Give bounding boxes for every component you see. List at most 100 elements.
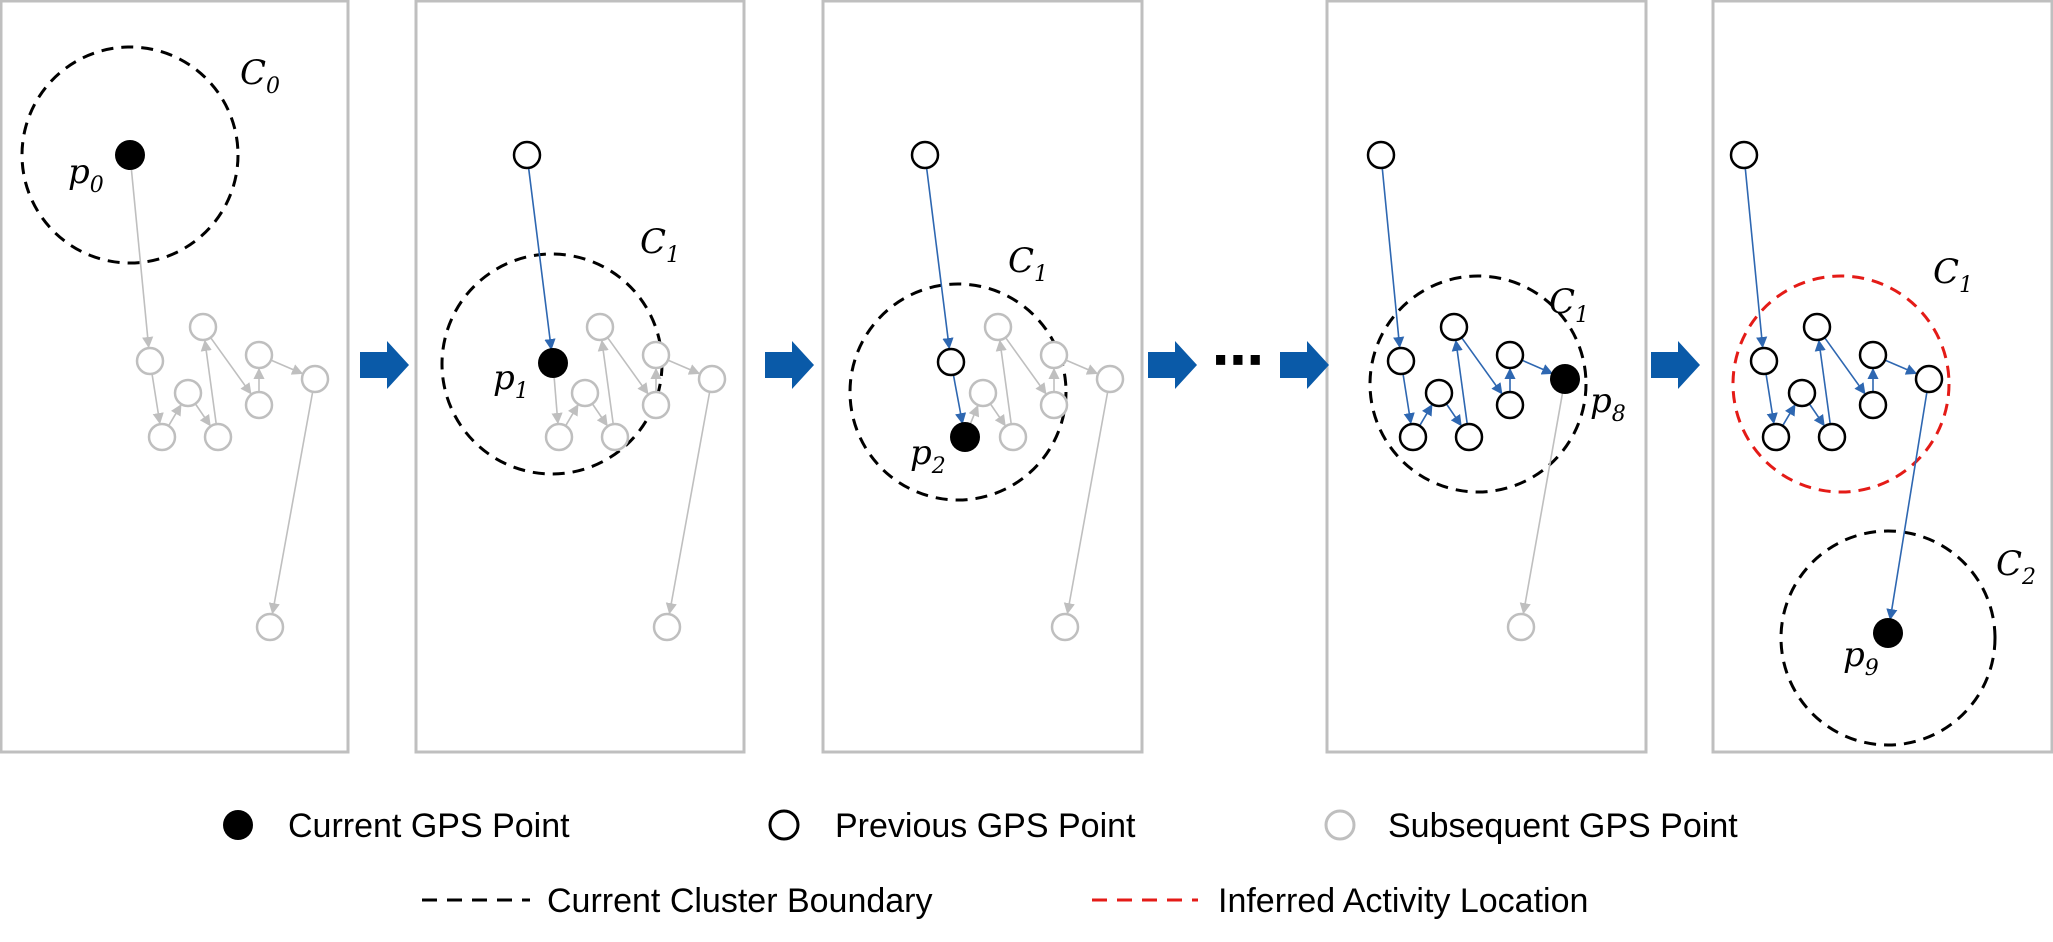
subsequent-gps-point (147, 422, 177, 452)
trajectory-arrow-panel-5-0 (1744, 167, 1768, 349)
trajectory-arrow-panel-5-8 (1886, 391, 1928, 621)
legend-current-label: Current GPS Point (288, 807, 570, 845)
previous-gps-point (1802, 312, 1832, 342)
trajectory-arrow-panel-5-2 (1781, 404, 1796, 427)
cluster2-label-panel-5: C2 (1996, 544, 2036, 590)
panel-1-frame (0, 0, 350, 754)
previous-gps-point (1439, 312, 1469, 342)
subsequent-gps-point (300, 364, 330, 394)
subsequent-gps-point (697, 364, 727, 394)
legend-previous-point-icon (768, 809, 800, 841)
trajectory-arrow-panel-2-2 (564, 404, 579, 427)
subsequent-gps-point (1039, 390, 1069, 420)
subsequent-gps-point (652, 612, 682, 642)
cluster-boundary-panel-5-2 (1779, 529, 1997, 747)
panels-layer (20, 45, 1997, 747)
previous-gps-point (1424, 378, 1454, 408)
cluster-label-panel-1: C0 (240, 53, 280, 99)
cluster-boundary-panel-4 (1368, 274, 1588, 494)
flow-arrow-3 (1148, 341, 1197, 389)
subsequent-gps-point (255, 612, 285, 642)
previous-gps-point (1398, 422, 1428, 452)
subsequent-gps-point (1039, 340, 1069, 370)
point-label-panel-5: p9 (1843, 635, 1879, 681)
legend-boundary-label: Current Cluster Boundary (547, 882, 933, 920)
point-label-panel-1: p0 (68, 152, 104, 198)
trajectory-arrow-panel-1-1 (151, 373, 164, 425)
subsequent-gps-point (585, 312, 615, 342)
trajectory-arrow-panel-4-1 (1402, 373, 1415, 425)
previous-gps-point (1749, 346, 1779, 376)
trajectory-arrow-panel-1-4 (200, 339, 218, 425)
previous-gps-point (1729, 140, 1759, 170)
previous-gps-point (936, 347, 966, 377)
trajectory-arrow-panel-5-1 (1765, 373, 1778, 425)
previous-gps-point (1366, 140, 1396, 170)
current-gps-point (1873, 618, 1903, 648)
trajectory-arrow-panel-5-7 (1884, 359, 1918, 375)
legend-previous-label: Previous GPS Point (835, 807, 1136, 845)
subsequent-gps-point (968, 378, 998, 408)
legend-subsequent-point-icon (1324, 809, 1356, 841)
subsequent-gps-point (244, 340, 274, 370)
ellipsis-text: ⋯ (1212, 331, 1264, 391)
cluster-boundary-panel-3 (848, 282, 1068, 502)
cluster-label-panel-4: C1 (1549, 282, 1589, 328)
trajectory-arrow-panel-4-5 (1460, 337, 1503, 395)
point-label-panel-2: p1 (493, 358, 529, 404)
subsequent-gps-point (600, 422, 630, 452)
point-label-panel-3: p2 (910, 433, 946, 479)
previous-gps-point (1858, 390, 1888, 420)
trajectory-arrow-panel-1-0 (130, 167, 154, 349)
subsequent-gps-point (641, 340, 671, 370)
trajectory-arrow-panel-1-8 (268, 391, 314, 615)
cluster-boundary-panel-5 (1731, 274, 1951, 494)
previous-gps-point (1761, 422, 1791, 452)
trajectory-arrow-panel-4-8 (1519, 391, 1564, 615)
trajectory-arrow-panel-2-8 (665, 391, 711, 615)
trajectory-arrow-panel-2-3 (591, 403, 608, 427)
trajectory-arrow-panel-1-2 (167, 404, 182, 427)
cluster-label-panel-5: C1 (1933, 252, 1973, 298)
trajectory-arrow-panel-4-0 (1381, 167, 1405, 349)
legend: Current GPS Point Previous GPS Point Sub… (223, 807, 1738, 920)
trajectory-arrow-panel-5-5 (1823, 337, 1866, 395)
current-gps-point (115, 140, 145, 170)
trajectory-arrow-panel-3-0 (925, 167, 954, 350)
previous-gps-point (1495, 390, 1525, 420)
previous-gps-point (1495, 340, 1525, 370)
previous-gps-point (1454, 422, 1484, 452)
current-gps-point (1550, 364, 1580, 394)
cluster-label-panel-2: C1 (640, 222, 680, 268)
previous-gps-point (1787, 378, 1817, 408)
flow-arrow-5 (1651, 341, 1700, 389)
trajectory-arrow-panel-3-4 (995, 339, 1013, 425)
previous-gps-point (512, 140, 542, 170)
cluster-boundary-panel-1 (20, 45, 240, 265)
legend-subsequent-label: Subsequent GPS Point (1388, 807, 1738, 845)
subsequent-gps-point (1095, 364, 1125, 394)
trajectory-arrow-panel-2-7 (667, 359, 701, 375)
legend-current-point-icon (223, 810, 253, 840)
trajectory-arrow-panel-3-2 (968, 404, 980, 426)
previous-gps-point (1817, 422, 1847, 452)
subsequent-gps-point (135, 346, 165, 376)
cluster-label-panel-3: C1 (1008, 241, 1048, 287)
previous-gps-point (910, 140, 940, 170)
previous-gps-point (1386, 346, 1416, 376)
subsequent-gps-point (244, 390, 274, 420)
trajectory-arrow-panel-4-3 (1445, 403, 1462, 427)
legend-inferred-label: Inferred Activity Location (1218, 882, 1588, 920)
subsequent-gps-point (570, 378, 600, 408)
subsequent-gps-point (998, 422, 1028, 452)
previous-gps-point (1914, 364, 1944, 394)
trajectory-arrow-panel-3-3 (989, 403, 1006, 427)
trajectory-arrow-panel-1-7 (270, 359, 304, 375)
trajectory-arrow-panel-2-5 (606, 337, 649, 395)
subsequent-gps-point (173, 378, 203, 408)
trajectory-arrow-panel-4-4 (1451, 339, 1469, 425)
current-gps-point (950, 422, 980, 452)
trajectory-arrow-panel-3-5 (1004, 337, 1047, 395)
subsequent-gps-point (544, 422, 574, 452)
panel-5-frame (1711, 0, 2053, 754)
